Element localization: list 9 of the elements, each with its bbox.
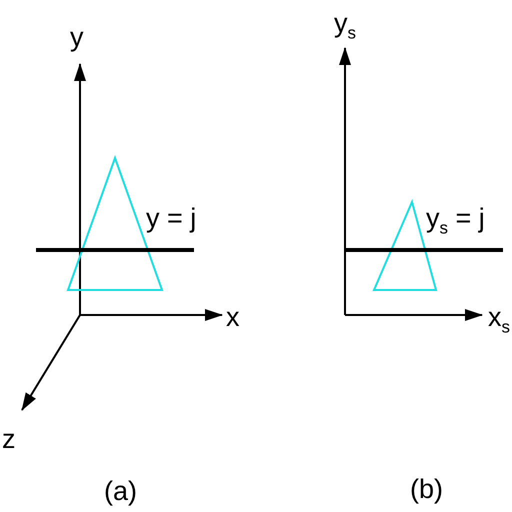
- axis-label: x$_{s}$: [488, 302, 510, 338]
- panel-label: (a): [104, 476, 137, 506]
- panel-label: (b): [410, 474, 443, 504]
- axis-label: y$_{s}$: [334, 8, 356, 44]
- axis-label: x: [226, 302, 240, 332]
- equation-label: y$_{s}$ = j: [426, 203, 485, 240]
- equation-label: y = j: [146, 203, 196, 233]
- axis-label: z: [2, 424, 16, 454]
- axis-label: y: [70, 22, 84, 52]
